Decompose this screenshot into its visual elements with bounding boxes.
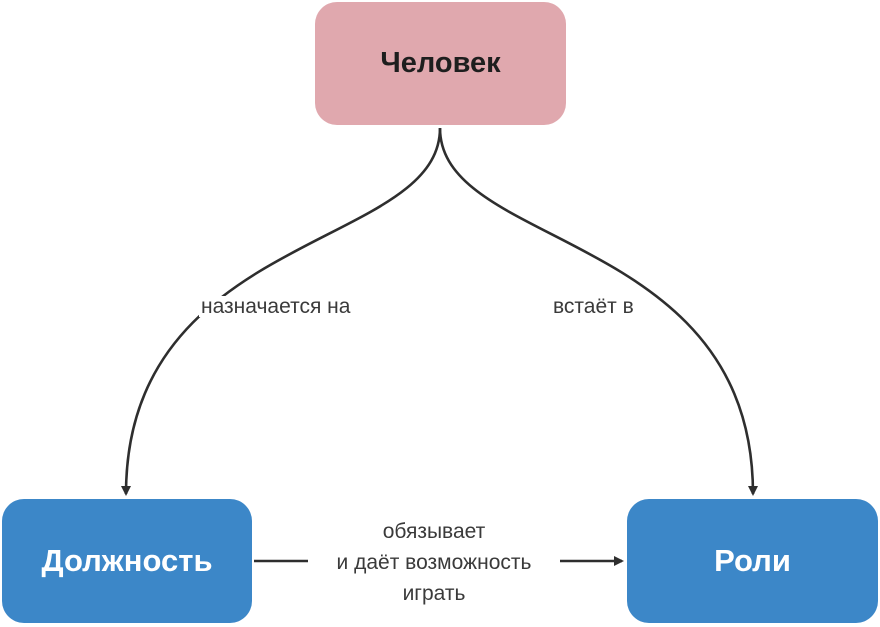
- node-roles-label: Роли: [714, 543, 791, 578]
- edge-label-assigned-to: назначается на: [199, 295, 353, 318]
- node-position-label: Должность: [41, 543, 213, 578]
- node-person-label: Человек: [380, 47, 501, 79]
- edge-person-to-roles: [438, 127, 758, 496]
- edge-label-obliges-line-2: и даёт возможность: [336, 551, 532, 574]
- edge-label-enters-into: встаёт в: [551, 295, 636, 318]
- node-roles[interactable]: Роли: [627, 499, 878, 623]
- edge-label-obliges: обязывает и даёт возможность играть: [308, 516, 560, 609]
- node-position[interactable]: Должность: [2, 499, 252, 623]
- edge-person-to-position: [121, 127, 442, 496]
- node-person[interactable]: Человек: [315, 2, 566, 125]
- edge-label-obliges-line-3: играть: [402, 582, 466, 605]
- edge-label-obliges-line-1: обязывает: [382, 520, 486, 543]
